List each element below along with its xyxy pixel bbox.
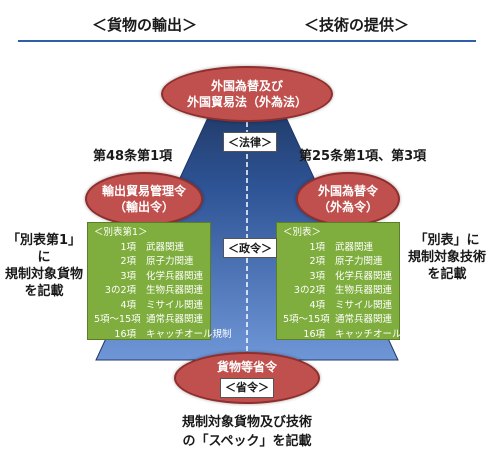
- side-note-left-line2: 規制対象貨物: [4, 267, 83, 282]
- header-goods-export: ＜貨物の輸出＞: [92, 16, 198, 34]
- list-item: 5項～15項通常兵器関連: [283, 313, 393, 328]
- side-note-right-line1: 「別表」に: [414, 233, 480, 248]
- list-item: 4項ミサイル関連: [94, 299, 204, 314]
- foreign-exchange-order-oval: 外国為替令 （外為令）: [296, 172, 400, 226]
- left-list-title: ＜別表第1＞: [94, 227, 148, 238]
- side-note-right: 「別表」に 規制対象技術 を記載: [404, 232, 490, 283]
- side-note-left-line3: を記載: [24, 284, 64, 299]
- list-item: 3項化学兵器関連: [283, 270, 393, 285]
- list-item-text: 生物兵器関連: [335, 285, 393, 296]
- list-item-text: ミサイル関連: [146, 299, 204, 311]
- list-item-number: 3項: [120, 270, 136, 282]
- list-item: 3の2項生物兵器関連: [283, 284, 393, 299]
- ministerial-oval-text: 貨物等省令: [216, 359, 277, 374]
- list-item: 1項武器関連: [94, 241, 204, 256]
- list-item: 16項キャッチオール規制: [94, 328, 231, 343]
- bottom-description-line2: の「スペック」を記載: [182, 434, 312, 449]
- right-list-table: ＜別表＞ 1項武器関連 2項原子力関連 3項化学兵器関連 3の2項生物兵器関連 …: [276, 222, 421, 343]
- list-item-number: 1項: [120, 241, 136, 253]
- side-note-left-line1: 「別表第1」に: [6, 233, 82, 265]
- left-list-table1: ＜別表第1＞ 1項武器関連 2項原子力関連 3項化学兵器関連 3の2項生物兵器関…: [87, 222, 232, 343]
- law-oval-line2: 外国貿易法（外為法）: [186, 95, 307, 109]
- article-left: 第48条第1項: [93, 149, 173, 164]
- list-item-number: 5項～15項: [283, 314, 330, 325]
- bottom-description: 規制対象貨物及び技術 の「スペック」を記載: [137, 413, 357, 451]
- list-item-text: キャッチオール規制: [146, 328, 232, 340]
- list-item-number: 16項: [114, 328, 136, 340]
- list-item-number: 16項: [303, 328, 325, 340]
- list-item: 2項原子力関連: [94, 255, 204, 270]
- list-item-number: 3項: [309, 270, 325, 282]
- list-item-text: 武器関連: [146, 241, 185, 253]
- side-note-right-line2: 規制対象技術: [407, 250, 486, 265]
- fx-order-line2: （外為令）: [317, 200, 378, 214]
- list-item-number: 1項: [309, 241, 325, 253]
- list-item-number: 4項: [309, 299, 325, 311]
- list-item-text: 生物兵器関連: [146, 285, 204, 296]
- right-list-title: ＜別表＞: [283, 227, 322, 238]
- list-item: 1項武器関連: [283, 241, 393, 256]
- list-item-number: 4項: [120, 299, 136, 311]
- law-label: ＜法律＞: [223, 132, 277, 152]
- list-item-number: 2項: [309, 256, 325, 267]
- list-item-text: 原子力関連: [146, 256, 194, 267]
- law-oval-line1: 外国為替及び: [210, 79, 283, 93]
- fx-order-line1: 外国為替令: [317, 184, 378, 198]
- list-item: 3項化学兵器関連: [94, 270, 204, 285]
- bottom-description-line1: 規制対象貨物及び技術: [181, 415, 312, 430]
- list-item: 5項～15項通常兵器関連: [94, 313, 204, 328]
- law-oval-foreign-exchange-act: 外国為替及び 外国貿易法（外為法）: [161, 66, 333, 122]
- list-item-text: キャッチオール規制: [335, 328, 421, 340]
- cabinet-order-label: ＜政令＞: [223, 238, 277, 258]
- list-item-text: 化学兵器関連: [146, 270, 204, 282]
- list-item-number: 5項～15項: [94, 314, 141, 325]
- list-item-number: 2項: [120, 256, 136, 267]
- export-order-line2: （輸出令）: [113, 200, 174, 214]
- header-technology-provision: ＜技術の提供＞: [304, 16, 410, 34]
- export-order-line1: 輸出貿易管理令: [101, 184, 186, 198]
- export-trade-control-order-oval: 輸出貿易管理令 （輸出令）: [85, 172, 203, 226]
- article-right: 第25条第1項、第3項: [299, 149, 427, 164]
- ministerial-order-label: ＜省令＞: [220, 377, 274, 398]
- list-item: 3の2項生物兵器関連: [94, 284, 204, 299]
- list-item: 4項ミサイル関連: [283, 299, 393, 314]
- list-item: 16項キャッチオール規制: [283, 328, 420, 343]
- list-item-text: 化学兵器関連: [335, 270, 393, 282]
- list-item-number: 3の2項: [104, 285, 136, 296]
- list-item-text: 原子力関連: [335, 256, 383, 267]
- list-item-text: 通常兵器関連: [335, 314, 393, 325]
- list-item-text: ミサイル関連: [335, 299, 393, 311]
- list-item-text: 武器関連: [335, 241, 374, 253]
- side-note-left: 「別表第1」に 規制対象貨物 を記載: [4, 232, 84, 300]
- list-item-number: 3の2項: [293, 285, 325, 296]
- list-item: 2項原子力関連: [283, 255, 393, 270]
- list-item-text: 通常兵器関連: [146, 314, 204, 325]
- ministerial-ordinance-oval: 貨物等省令 ＜省令＞: [174, 352, 320, 404]
- side-note-right-line3: を記載: [427, 267, 467, 282]
